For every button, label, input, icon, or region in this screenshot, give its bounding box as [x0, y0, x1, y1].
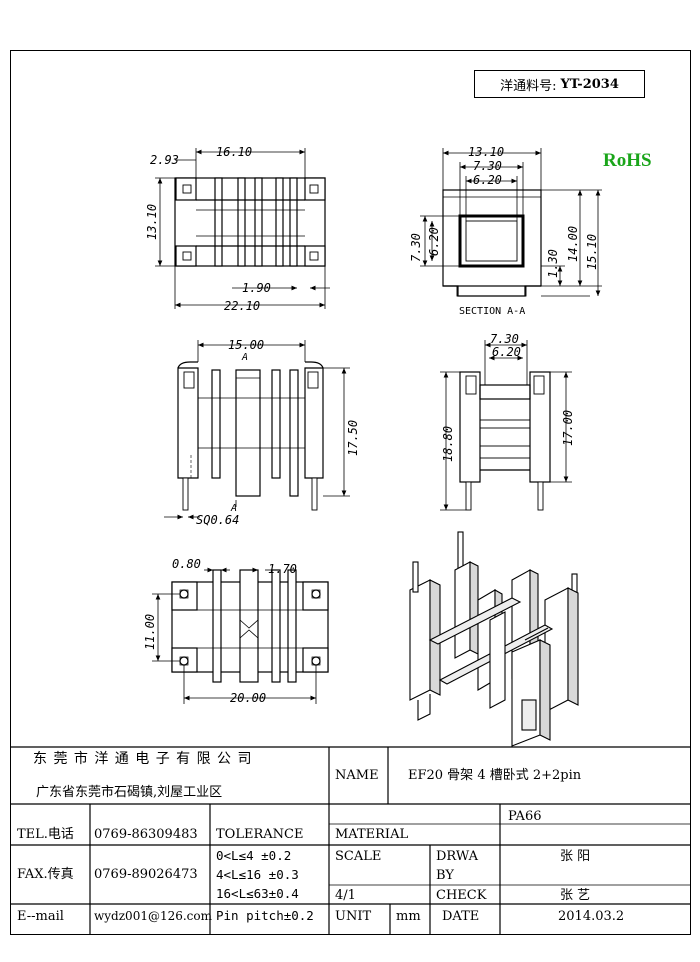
top-view [174, 177, 326, 267]
dim-front-height: 17.50 [346, 420, 360, 456]
dim-bot-h: 11.00 [143, 614, 157, 650]
scale-value: 4/1 [335, 888, 356, 903]
date-value: 2014.03.2 [558, 909, 625, 924]
front-view [177, 361, 324, 511]
section-view [442, 189, 542, 297]
drawn-by-value: 张 阳 [560, 849, 591, 864]
bottom-dims [152, 567, 317, 704]
check-label: CHECK [436, 888, 487, 903]
drawing-frame [10, 50, 691, 935]
fax-value: 0769-89026473 [94, 867, 198, 882]
dim-side-h1: 18.80 [441, 426, 455, 462]
dim-side-top-b: 6.20 [492, 345, 521, 359]
dim-top-overall: 16.10 [216, 145, 252, 159]
dim-bot-a: 0.80 [172, 557, 201, 571]
drawn-by-label-1: DRWA [436, 849, 479, 864]
front-dims [164, 340, 350, 520]
dim-side-top-a: 7.30 [490, 332, 519, 346]
dim-sec-r3: 15.10 [585, 234, 599, 270]
dim-sec-inner: 6.20 [473, 173, 502, 187]
dim-sec-mid: 7.30 [473, 159, 502, 173]
dim-bot-b: 1.70 [268, 562, 297, 576]
dim-top-width: 22.10 [224, 299, 260, 313]
name-value: EF20 骨架 4 槽卧式 2+2pin [408, 768, 582, 783]
part-number-box: 洋通料号: YT-2034 [474, 70, 645, 98]
tolerance-range-1: 0<L≤4 ±0.2 [216, 848, 292, 863]
side-view [459, 371, 551, 511]
dim-top-pitch: 1.90 [242, 281, 271, 295]
part-number-label: 洋通料号: [500, 78, 557, 94]
dim-sec-outer: 13.10 [468, 145, 504, 159]
top-view-dims [155, 148, 330, 309]
date-label: DATE [442, 909, 480, 924]
dim-front-width: 15.00 [228, 338, 264, 352]
section-dims [420, 148, 602, 297]
tolerance-range-2: 4<L≤16 ±0.3 [216, 867, 299, 882]
rohs-mark: RoHS [603, 150, 652, 171]
tel-value: 0769-86309483 [94, 827, 198, 842]
bottom-view [171, 569, 329, 683]
dim-top-offset: 2.93 [150, 153, 179, 167]
material-label: MATERIAL [335, 827, 409, 842]
email-value: wydz001@126.com [94, 909, 213, 923]
scale-label: SCALE [335, 849, 382, 864]
dim-sec-r2: 14.00 [566, 226, 580, 262]
tolerance-pin-pitch: Pin pitch±0.2 [216, 908, 314, 923]
dim-top-height: 13.10 [145, 204, 159, 240]
company-name: 东 莞 市 洋 通 电 子 有 限 公 司 [33, 751, 253, 767]
dim-side-h2: 17.00 [561, 410, 575, 446]
name-label: NAME [335, 768, 379, 783]
tel-label: TEL.电话 [17, 827, 74, 842]
dim-bot-w: 20.00 [230, 691, 266, 705]
tolerance-label: TOLERANCE [216, 827, 304, 842]
section-label: SECTION A-A [459, 306, 525, 317]
tolerance-range-3: 16<L≤63±0.4 [216, 886, 299, 901]
isometric-view [409, 531, 579, 747]
check-value: 张 艺 [560, 888, 591, 903]
dim-front-a: A [241, 352, 248, 363]
unit-value: mm [396, 909, 421, 924]
dim-sec-left-a: 7.30 [409, 233, 423, 262]
dim-sec-left-b: 6.20 [427, 227, 441, 256]
unit-label: UNIT [335, 909, 372, 924]
dim-front-pin: SQ0.64 [196, 513, 239, 527]
drawn-by-label-2: BY [436, 868, 454, 883]
side-dims [440, 340, 572, 511]
dim-sec-r1: 1.30 [546, 249, 560, 278]
fax-label: FAX.传真 [17, 867, 74, 882]
email-label: E--mail [17, 909, 64, 924]
title-block-grid [10, 746, 691, 935]
part-number-value: YT-2034 [560, 76, 619, 92]
material-value: PA66 [508, 809, 542, 824]
dim-front-a2: A [230, 503, 237, 514]
company-address: 广东省东莞市石碣镇,刘屋工业区 [36, 785, 223, 800]
